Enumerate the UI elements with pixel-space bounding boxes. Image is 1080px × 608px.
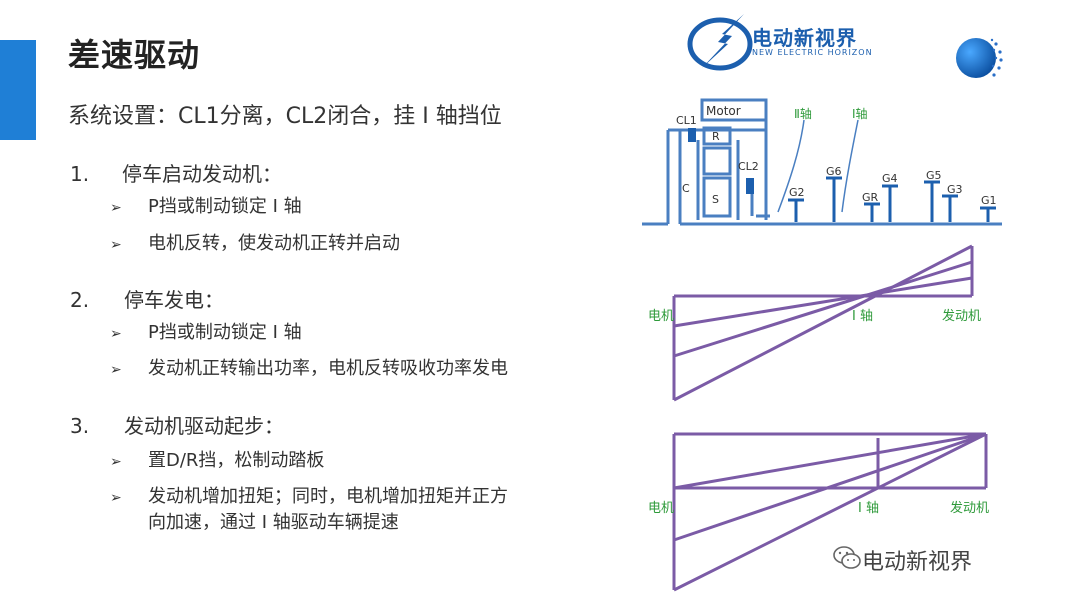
section-heading-text: 停车发电：: [124, 288, 224, 312]
bullet-text: P挡或制动锁定 I 轴: [148, 322, 302, 343]
section-heading-text: 发动机驱动起步：: [124, 414, 284, 438]
arrow-bullet-icon: ➢: [110, 326, 122, 342]
gear-label: GR: [862, 191, 879, 204]
bullet-text: 向加速，通过 I 轴驱动车辆提速: [148, 512, 399, 533]
clutch-cl1-icon: [688, 128, 696, 142]
gear-label: G6: [826, 165, 842, 178]
bullet-text: 发动机正转输出功率，电机反转吸收功率发电: [148, 358, 508, 379]
section-number: 1.: [70, 162, 90, 186]
logo-text-cn: 电动新视界: [752, 26, 857, 50]
bullet-text: P挡或制动锁定 I 轴: [148, 196, 302, 217]
r-label: R: [712, 130, 720, 143]
gear-label: G3: [947, 183, 963, 196]
watermark-text: 电动新视界: [862, 550, 973, 575]
brand-logo-icon: [687, 14, 753, 71]
bullet-item: ➢ 发动机正转输出功率，电机反转吸收功率发电: [110, 356, 508, 383]
bullet-item: ➢ P挡或制动锁定 I 轴: [110, 320, 302, 347]
clutch-cl2-icon: [746, 178, 754, 194]
bullet-text: 置D/R挡，松制动踏板: [148, 450, 325, 471]
motor-node-label: 电机: [648, 309, 674, 324]
bullet-item-continued: 向加速，通过 I 轴驱动车辆提速: [110, 510, 399, 536]
section-number: 3.: [70, 414, 90, 438]
engine-node-label: 发动机: [942, 308, 981, 324]
wechat-icon: [833, 546, 861, 569]
arrow-bullet-icon: ➢: [110, 490, 122, 506]
motor-node-label: 电机: [648, 501, 674, 516]
section-2-heading: 2. 停车发电：: [70, 284, 224, 313]
arrow-bullet-icon: ➢: [110, 237, 122, 253]
page-title: 差速驱动: [68, 36, 201, 74]
arrow-bullet-icon: ➢: [110, 362, 122, 378]
engine-node-label: 发动机: [950, 500, 989, 516]
accent-bar: [0, 40, 36, 140]
cl1-label: CL1: [676, 114, 697, 127]
shaft-node-label: I 轴: [858, 501, 879, 516]
bullet-text: 电机反转，使发动机正转并启动: [148, 233, 400, 254]
shaft-node-label: I 轴: [852, 309, 873, 324]
section-1-heading: 1. 停车启动发动机：: [70, 158, 282, 187]
gear-label: G5: [926, 169, 942, 182]
bullet-text: 发动机增加扭矩；同时，电机增加扭矩并正方: [148, 486, 508, 507]
bullet-item: ➢ 电机反转，使发动机正转并启动: [110, 231, 400, 258]
shaft-1-label: Ⅰ轴: [852, 106, 868, 121]
section-number: 2.: [70, 288, 90, 312]
shaft-2-label: Ⅱ轴: [794, 106, 812, 121]
logo-text-en: NEW ELECTRIC HORIZON: [752, 48, 873, 57]
c-label: C: [682, 182, 690, 195]
cl2-label: CL2: [738, 160, 759, 173]
bullet-item: ➢ 置D/R挡，松制动踏板: [110, 448, 324, 475]
s-label: S: [712, 193, 719, 206]
bullet-item: ➢ 发动机增加扭矩；同时，电机增加扭矩并正方: [110, 484, 508, 511]
bullet-item: ➢ P挡或制动锁定 I 轴: [110, 194, 302, 221]
globe-logo-icon: [956, 38, 1003, 78]
motor-label: Motor: [706, 104, 741, 118]
arrow-bullet-icon: ➢: [110, 454, 122, 470]
section-heading-text: 停车启动发动机：: [122, 162, 282, 186]
gear-label: G2: [789, 186, 805, 199]
system-setting-subtitle: 系统设置：CL1分离，CL2闭合，挂 I 轴挡位: [68, 104, 502, 129]
gear-label: G1: [981, 194, 997, 207]
section-3-heading: 3. 发动机驱动起步：: [70, 410, 284, 439]
arrow-bullet-icon: ➢: [110, 200, 122, 216]
gear-label: G4: [882, 172, 898, 185]
